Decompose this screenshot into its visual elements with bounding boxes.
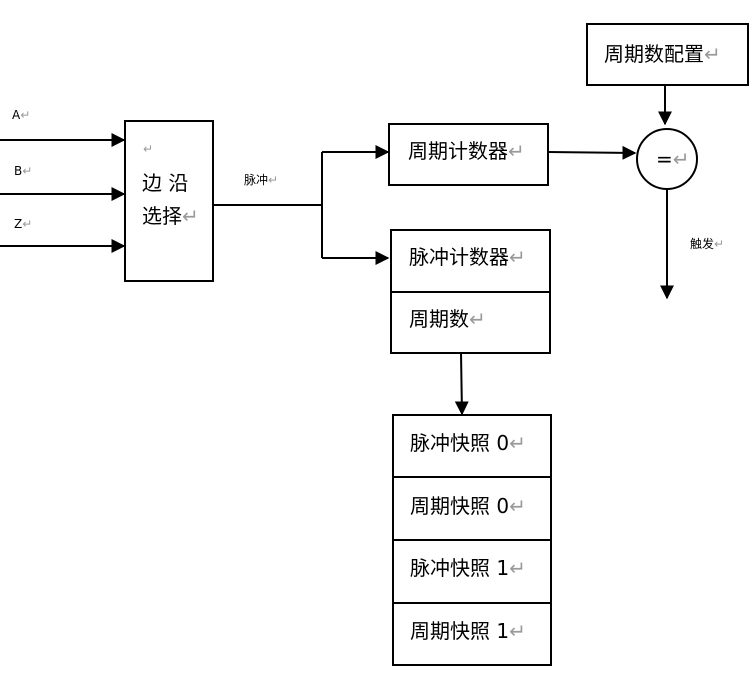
snapshot-1-period: 周期快照 1↵ (392, 602, 552, 666)
svg-text:选择↵: 选择↵ (142, 204, 199, 228)
period-counter-block: 周期计数器↵ (388, 123, 549, 186)
input-a: A↵ (0, 108, 126, 147)
counter-to-comparator-wire (547, 145, 637, 160)
svg-text:周期数↵: 周期数↵ (409, 307, 486, 331)
svg-text:周期快照 0↵: 周期快照 0↵ (410, 494, 526, 518)
svg-text:脉冲↵: 脉冲↵ (244, 172, 278, 187)
svg-text:Z↵: Z↵ (14, 217, 32, 231)
svg-text:脉冲快照 1↵: 脉冲快照 1↵ (410, 556, 526, 580)
svg-text:周期计数器↵: 周期计数器↵ (408, 139, 525, 163)
svg-text:周期数配置↵: 周期数配置↵ (604, 42, 721, 66)
svg-text:周期快照 1↵: 周期快照 1↵ (410, 619, 526, 643)
comparator: =↵ (636, 128, 698, 190)
input-z: Z↵ (0, 217, 126, 253)
pulse-wire: 脉冲↵ (213, 145, 390, 265)
svg-text:脉冲快照 0↵: 脉冲快照 0↵ (410, 431, 526, 455)
snapshot-1-pulse: 脉冲快照 1↵ (392, 539, 552, 604)
snapshot-0-pulse: 脉冲快照 0↵ (392, 414, 552, 478)
trigger-label: 触发 (690, 236, 714, 251)
input-b: B↵ (0, 164, 126, 201)
counter-to-snapshot-wire (454, 352, 469, 416)
snapshot-0-period: 周期快照 0↵ (392, 476, 552, 541)
svg-text:A↵: A↵ (12, 108, 30, 122)
svg-text:=↵: =↵ (656, 147, 690, 171)
svg-text:B↵: B↵ (14, 164, 32, 178)
period-config-block: 周期数配置↵ (586, 23, 749, 86)
pulse-counter-block: 脉冲计数器↵ (390, 229, 551, 293)
svg-text:触发↵: 触发↵ (690, 236, 724, 251)
edge-select-block: ↵ 边 沿 选择↵ (124, 120, 214, 282)
period-count-block: 周期数↵ (390, 291, 551, 354)
pulse-label: 脉冲 (244, 172, 268, 187)
svg-text:↵: ↵ (143, 142, 153, 156)
svg-text:边 沿: 边 沿 (142, 171, 188, 195)
svg-text:脉冲计数器↵: 脉冲计数器↵ (409, 245, 526, 269)
trigger-output: 触发↵ (660, 189, 724, 300)
